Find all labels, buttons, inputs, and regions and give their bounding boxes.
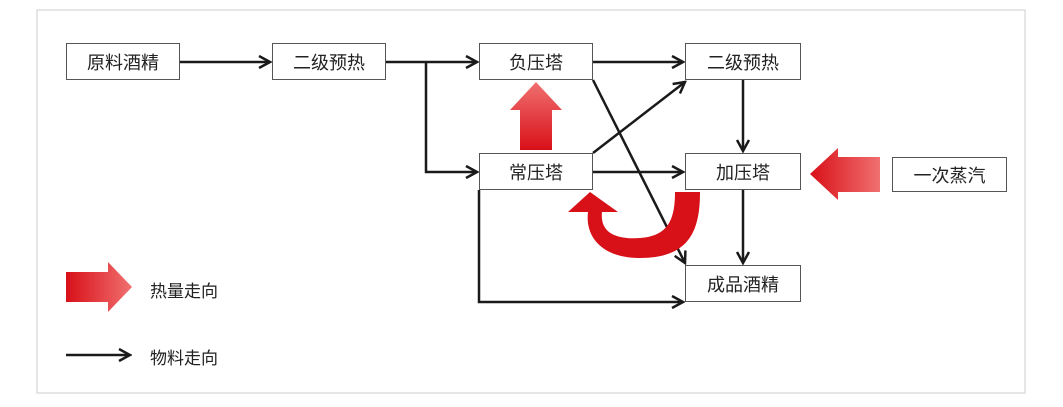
legend-material-label: 物料走向 bbox=[150, 349, 218, 369]
node-pressure-tower: 加压塔 bbox=[685, 153, 801, 190]
node-atmos-tower: 常压塔 bbox=[479, 153, 593, 190]
node-preheat-1: 二级预热 bbox=[272, 43, 386, 80]
node-primary-steam: 一次蒸汽 bbox=[892, 157, 1007, 192]
arrow-atmos-to-product bbox=[477, 190, 683, 302]
node-vacuum-tower: 负压塔 bbox=[479, 43, 593, 80]
node-raw-alcohol: 原料酒精 bbox=[66, 43, 180, 80]
legend-heat-arrow-icon bbox=[66, 262, 132, 312]
heat-arrow-up bbox=[510, 82, 562, 150]
node-product-alcohol: 成品酒精 bbox=[685, 265, 801, 302]
legend-heat-label: 热量走向 bbox=[150, 282, 218, 302]
heat-arrow-curved bbox=[568, 192, 700, 258]
arrow-atmos-to-preheat2 bbox=[592, 82, 685, 154]
heat-arrow-steam bbox=[810, 148, 880, 200]
node-preheat-2: 二级预热 bbox=[685, 43, 801, 80]
arrow-preheat-to-atmos bbox=[424, 62, 477, 172]
frame bbox=[36, 9, 1026, 394]
